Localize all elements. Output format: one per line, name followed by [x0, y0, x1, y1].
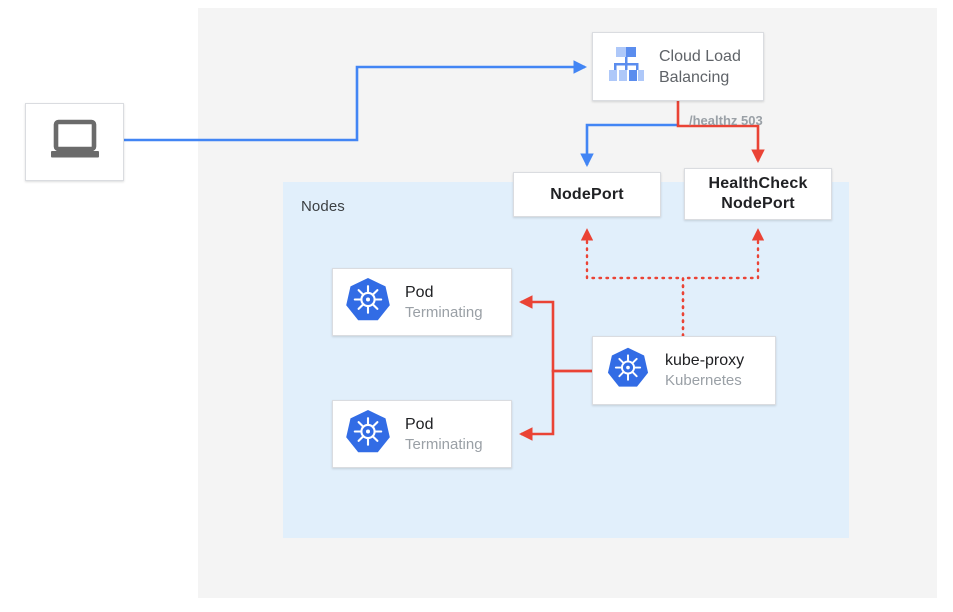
cloud-load-balancing-text: Cloud Load Balancing	[659, 46, 741, 88]
healthz-edge-label: /healthz 503	[689, 113, 763, 128]
kube-proxy-title: kube-proxy	[665, 352, 745, 369]
kube-proxy-text: kube-proxy Kubernetes	[665, 350, 744, 391]
clb-title-line1: Cloud Load	[659, 47, 741, 65]
healthcheck-nodeport-label-line1: HealthCheck	[708, 175, 808, 192]
pod-1-subtitle: Terminating	[405, 303, 483, 321]
healthcheck-nodeport-label-line2: NodePort	[721, 195, 795, 212]
pod-2-text: Pod Terminating	[405, 414, 483, 455]
pod-2-title: Pod	[405, 415, 434, 433]
kubernetes-icon	[605, 345, 651, 396]
kube-proxy-subtitle: Kubernetes	[665, 372, 742, 389]
nodeport-node[interactable]: NodePort	[513, 172, 661, 217]
pod-1-title: Pod	[405, 283, 434, 301]
clb-title-line2: Balancing	[659, 68, 730, 86]
nodeport-label: NodePort	[550, 185, 624, 203]
cloud-load-balancing-icon	[605, 44, 647, 89]
nodes-region-label: Nodes	[301, 198, 345, 215]
laptop-icon	[49, 119, 101, 166]
kube-proxy-node[interactable]: kube-proxy Kubernetes	[592, 336, 776, 405]
pod-1-text: Pod Terminating	[405, 282, 483, 323]
pod-node-2[interactable]: Pod Terminating	[332, 400, 512, 468]
pod-node-1[interactable]: Pod Terminating	[332, 268, 512, 336]
kubernetes-icon	[343, 275, 393, 330]
pod-2-subtitle: Terminating	[405, 435, 483, 453]
kubernetes-icon	[343, 407, 393, 462]
healthcheck-nodeport-node[interactable]: HealthCheck NodePort	[684, 168, 832, 220]
client-node[interactable]	[25, 103, 124, 181]
cloud-load-balancing-node[interactable]: Cloud Load Balancing	[592, 32, 764, 101]
